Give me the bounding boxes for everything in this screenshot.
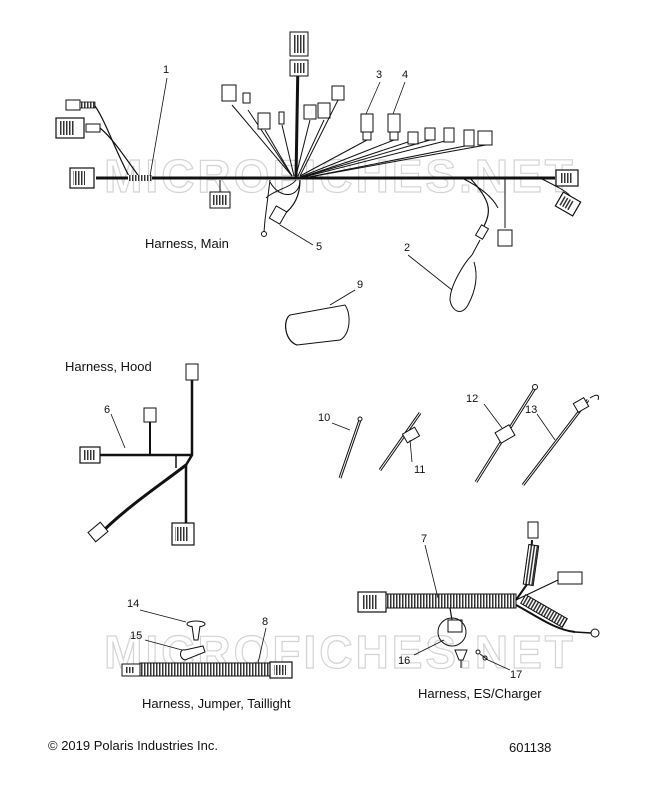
caption-taillight-jumper: Harness, Jumper, Taillight: [142, 696, 291, 711]
callout-2: 2: [404, 242, 411, 254]
callout-9: 9: [357, 279, 364, 291]
diagram-id: 601138: [509, 740, 552, 755]
hood-harness: [79, 363, 199, 546]
callout-14: 14: [127, 598, 140, 610]
callout-4: 4: [402, 69, 409, 81]
taillight-jumper: [121, 609, 293, 679]
callout-8: 8: [262, 616, 269, 628]
callout-1: 1: [163, 64, 170, 76]
watermark-top: MICROFICHES.NET: [104, 149, 576, 202]
callout-6: 6: [104, 404, 111, 416]
copyright: © 2019 Polaris Industries Inc.: [48, 738, 218, 753]
callout-5: 5: [316, 241, 323, 253]
callout-15: 15: [130, 630, 143, 642]
foam-pad: [285, 289, 356, 346]
callout-10: 10: [318, 412, 331, 424]
charger-harness: [357, 521, 600, 671]
callout-12: 12: [466, 393, 479, 405]
callout-3: 3: [376, 69, 383, 81]
main-harness: [55, 31, 582, 312]
callout-11: 11: [414, 464, 426, 476]
leader-lines-main: [149, 77, 453, 291]
callout-7: 7: [421, 533, 428, 545]
callout-17: 17: [510, 669, 523, 681]
caption-main-harness: Harness, Main: [145, 236, 229, 251]
callout-16: 16: [398, 655, 411, 667]
caption-hood-harness: Harness, Hood: [65, 359, 152, 374]
cable-ties: [331, 384, 599, 486]
svg-text:MICROFICHES.NET: MICROFICHES.NET: [104, 150, 576, 202]
caption-charger-harness: Harness, ES/Charger: [418, 686, 542, 701]
callout-13: 13: [525, 404, 538, 416]
